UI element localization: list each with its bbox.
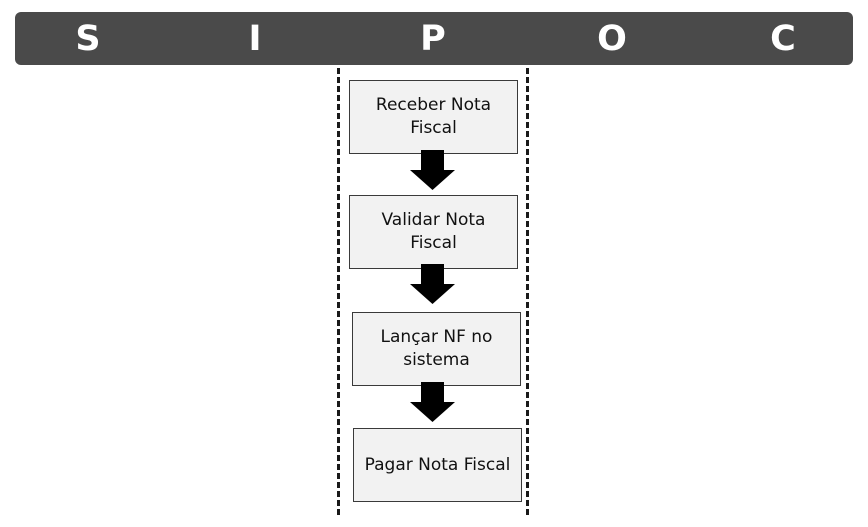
sipoc-header-bar: S I P O C [15,12,853,65]
process-step-lancar-nf-no-sistema: Lançar NF no sistema [352,312,521,386]
header-letter-process: P [420,19,446,59]
process-step-receber-nota-fiscal: Receber Nota Fiscal [349,80,518,154]
header-letter-suppliers: S [75,19,101,59]
header-letter-inputs: I [248,19,262,59]
process-step-pagar-nota-fiscal: Pagar Nota Fiscal [353,428,522,502]
down-arrow-icon [410,382,455,422]
process-lane-left-border [337,68,340,515]
process-lane-right-border [526,68,529,515]
down-arrow-icon [410,150,455,190]
header-letter-customers: C [770,19,796,59]
header-letter-outputs: O [597,19,627,59]
process-step-validar-nota-fiscal: Validar Nota Fiscal [349,195,518,269]
down-arrow-icon [410,264,455,304]
